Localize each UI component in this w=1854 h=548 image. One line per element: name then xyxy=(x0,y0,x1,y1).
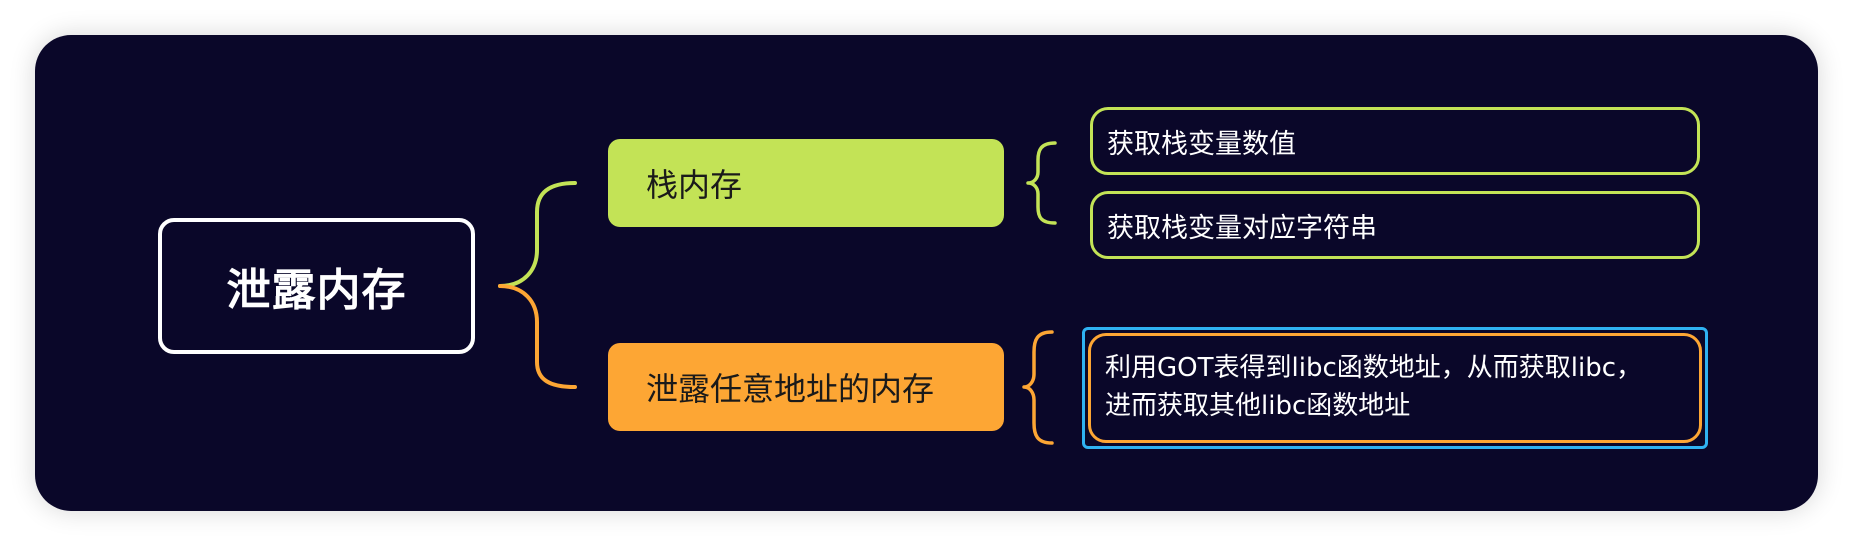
branch-node-label: 栈内存 xyxy=(646,166,743,204)
mindmap-canvas xyxy=(35,35,1818,511)
selection-outline xyxy=(1082,327,1708,449)
branch-node-label: 泄露任意地址的内存 xyxy=(646,370,935,408)
leaf-node-got-libc[interactable]: 利用GOT表得到libc函数地址，从而获取libc， 进而获取其他libc函数地… xyxy=(1088,333,1702,443)
leaf-node-stack-string[interactable]: 获取栈变量对应字符串 xyxy=(1090,191,1700,259)
branch-node-arbitrary-memory[interactable]: 泄露任意地址的内存 xyxy=(608,343,1004,431)
root-node-label: 泄露内存 xyxy=(226,265,407,316)
root-node[interactable]: 泄露内存 xyxy=(158,218,475,354)
leaf-node-line-1: 利用GOT表得到libc函数地址，从而获取libc， xyxy=(1105,353,1642,384)
leaf-node-stack-value[interactable]: 获取栈变量数值 xyxy=(1090,107,1700,175)
leaf-node-line-2: 进而获取其他libc函数地址 xyxy=(1105,391,1411,421)
leaf-node-text: 利用GOT表得到libc函数地址，从而获取libc， 进而获取其他libc函数地… xyxy=(1105,350,1642,425)
leaf-node-label: 获取栈变量数值 xyxy=(1107,128,1296,160)
branch-node-stack-memory[interactable]: 栈内存 xyxy=(608,139,1004,227)
leaf-node-label: 获取栈变量对应字符串 xyxy=(1107,212,1377,244)
